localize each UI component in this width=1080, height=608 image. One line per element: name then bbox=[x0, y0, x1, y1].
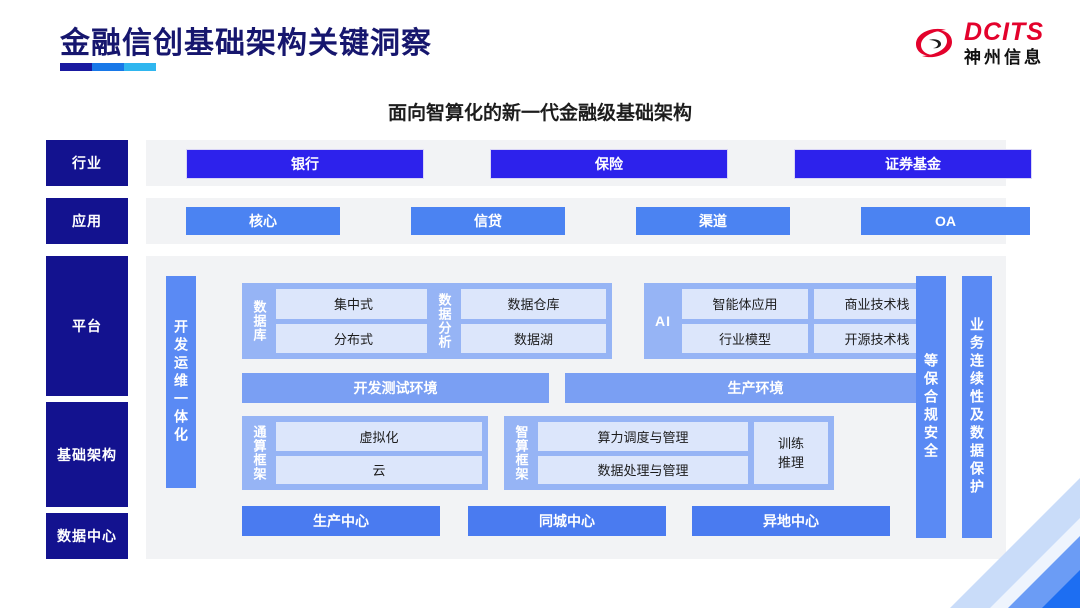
underline-segment-1 bbox=[60, 63, 92, 71]
vbar-compliance-security[interactable]: 等保合规安全 bbox=[916, 276, 946, 538]
sub-train-inference[interactable]: 训练 推理 bbox=[754, 422, 828, 484]
group-general-compute-tag: 通算框架 bbox=[251, 425, 267, 481]
sub-industry-model[interactable]: 行业模型 bbox=[682, 323, 808, 353]
industry-panel: 银行 保险 证券基金 bbox=[146, 140, 1032, 186]
group-database: 数据库 集中式 分布式 bbox=[242, 283, 437, 359]
diagram-subtitle: 面向智算化的新一代金融级基础架构 bbox=[387, 103, 692, 124]
underline-segment-3 bbox=[124, 63, 156, 71]
group-general-compute-body: 虚拟化 云 bbox=[270, 422, 482, 484]
underline-segment-2 bbox=[92, 63, 124, 71]
env-bar-dev-test[interactable]: 开发测试环境 bbox=[242, 373, 549, 403]
dcits-swirl-logo-icon bbox=[912, 21, 956, 65]
layer-label-application: 应用 bbox=[46, 198, 128, 244]
application-chip-channel[interactable]: 渠道 bbox=[636, 207, 790, 235]
logo-chinese-name: 神州信息 bbox=[964, 48, 1044, 67]
sub-cloud[interactable]: 云 bbox=[276, 455, 482, 484]
layer-label-infrastructure: 基础架构 bbox=[46, 402, 128, 507]
group-intelligent-compute-body: 算力调度与管理 数据处理与管理 训练 推理 bbox=[532, 422, 828, 484]
sub-inference: 推理 bbox=[777, 455, 804, 470]
group-analytics-row-1: 数据仓库 bbox=[461, 289, 606, 319]
title-underline bbox=[60, 63, 156, 71]
center-bar-remote[interactable]: 异地中心 bbox=[692, 506, 890, 536]
group-ai-row-2: 行业模型 开源技术栈 bbox=[682, 323, 940, 353]
group-analytics-tag: 数据分析 bbox=[436, 293, 452, 349]
sub-data-warehouse[interactable]: 数据仓库 bbox=[461, 289, 606, 319]
group-database-row-2: 分布式 bbox=[276, 323, 431, 353]
vbar-devops[interactable]: 开发运维一体化 bbox=[166, 276, 196, 488]
sub-train: 训练 bbox=[777, 435, 804, 451]
logo-english-name: DCITS bbox=[964, 18, 1044, 46]
sub-centralized[interactable]: 集中式 bbox=[276, 289, 431, 319]
center-bar-production[interactable]: 生产中心 bbox=[242, 506, 440, 536]
application-panel: 核心 信贷 渠道 OA bbox=[146, 198, 1030, 244]
application-chip-oa[interactable]: OA bbox=[861, 207, 1030, 235]
sub-distributed[interactable]: 分布式 bbox=[276, 323, 431, 353]
industry-chip-bank[interactable]: 银行 bbox=[186, 149, 424, 179]
intelligent-compute-main-col: 算力调度与管理 数据处理与管理 bbox=[538, 422, 748, 484]
platform-stack-panel: 开发运维一体化 数据库 集中式 分布式 数据分析 数据仓库 bbox=[146, 256, 1006, 559]
brand-logo: DCITS 神州信息 bbox=[912, 20, 1044, 66]
group-database-body: 集中式 分布式 bbox=[270, 289, 431, 353]
group-ai-tag: AI bbox=[655, 313, 671, 329]
application-chip-core[interactable]: 核心 bbox=[186, 207, 340, 235]
architecture-diagram: 行业 应用 平台 基础架构 数据中心 银行 保险 证券基金 核心 信贷 渠道 O… bbox=[46, 140, 1032, 570]
group-ai-body: 智能体应用 商业技术栈 行业模型 开源技术栈 bbox=[676, 289, 940, 353]
group-analytics-body: 数据仓库 数据湖 bbox=[455, 289, 606, 353]
layer-label-datacenter: 数据中心 bbox=[46, 513, 128, 559]
center-bar-metro[interactable]: 同城中心 bbox=[468, 506, 666, 536]
sub-data-processing[interactable]: 数据处理与管理 bbox=[538, 455, 748, 484]
industry-chip-securities-fund[interactable]: 证券基金 bbox=[794, 149, 1032, 179]
sub-agent-application[interactable]: 智能体应用 bbox=[682, 289, 808, 319]
group-ai-row-1: 智能体应用 商业技术栈 bbox=[682, 289, 940, 319]
sub-virtualization[interactable]: 虚拟化 bbox=[276, 422, 482, 451]
group-analytics-row-2: 数据湖 bbox=[461, 323, 606, 353]
group-general-compute-row-2: 云 bbox=[276, 455, 482, 484]
layer-label-industry: 行业 bbox=[46, 140, 128, 186]
env-bar-production[interactable]: 生产环境 bbox=[565, 373, 946, 403]
vbar-business-continuity[interactable]: 业务连续性及数据保护 bbox=[962, 276, 992, 538]
sub-data-lake[interactable]: 数据湖 bbox=[461, 323, 606, 353]
group-database-row-1: 集中式 bbox=[276, 289, 431, 319]
application-chip-credit[interactable]: 信贷 bbox=[411, 207, 565, 235]
industry-chip-insurance[interactable]: 保险 bbox=[490, 149, 728, 179]
group-database-tag: 数据库 bbox=[251, 300, 267, 342]
group-data-analytics: 数据分析 数据仓库 数据湖 bbox=[427, 283, 612, 359]
group-ai: AI 智能体应用 商业技术栈 行业模型 开源技术栈 bbox=[644, 283, 946, 359]
group-general-compute: 通算框架 虚拟化 云 bbox=[242, 416, 488, 490]
page-title: 金融信创基础架构关键洞察 bbox=[60, 27, 432, 60]
group-intelligent-compute-tag: 智算框架 bbox=[513, 425, 529, 481]
group-intelligent-compute: 智算框架 算力调度与管理 数据处理与管理 训练 推理 bbox=[504, 416, 834, 490]
sub-compute-scheduling[interactable]: 算力调度与管理 bbox=[538, 422, 748, 451]
layer-label-platform: 平台 bbox=[46, 256, 128, 396]
logo-wordmark: DCITS 神州信息 bbox=[964, 18, 1044, 67]
group-general-compute-row-1: 虚拟化 bbox=[276, 422, 482, 451]
